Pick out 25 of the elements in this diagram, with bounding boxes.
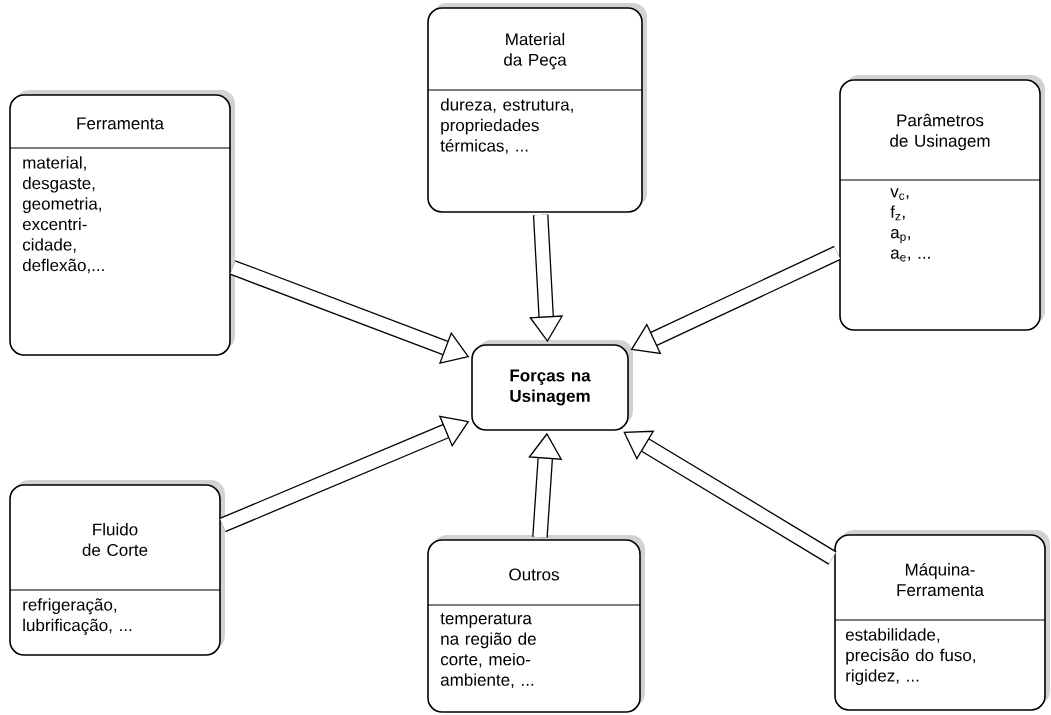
box-text: estabilidade, precisão do fuso, rigidez, ... [845,628,975,686]
factor-box [427,3,647,213]
node-label: v$_{c}$, [890,188,909,200]
node-label: a$_{e}$, ... [890,249,930,262]
node-label: f$_{z}$, [890,205,905,221]
box-heading: Fluido de Corte [82,523,148,556]
box-heading: Ferramenta [77,117,164,130]
block-arrow [623,430,837,565]
box-heading: Outros [509,568,559,581]
factor-box [834,530,1050,711]
factor-box [9,90,235,356]
box-heading: Parâmetros de Usinagem [890,113,990,151]
box-text: material, desgaste, geometria, excentri-cidade, deflexão,... [22,156,104,274]
box-text: temperatura na região de corte, meio-ambiente, ... [440,613,536,688]
box-text: dureza, estrutura, propriedades térmicas, ... [440,98,573,154]
box-heading: Forças na Usinagem [510,369,591,406]
node-label: a$_{p}$, [890,229,910,244]
factor-box [427,535,645,713]
factor-box [471,340,633,431]
box-text: refrigeração, lubrificação, ... [23,598,132,635]
factor-box [9,480,225,656]
box-text: v$_{c}$, f$_{z}$, a$_{p}$, a$_{e}$, ... [890,188,930,262]
box-heading: Máquina-Ferramenta [897,562,984,597]
box-heading: Material da Peça [504,32,567,70]
factor-box [839,75,1045,331]
